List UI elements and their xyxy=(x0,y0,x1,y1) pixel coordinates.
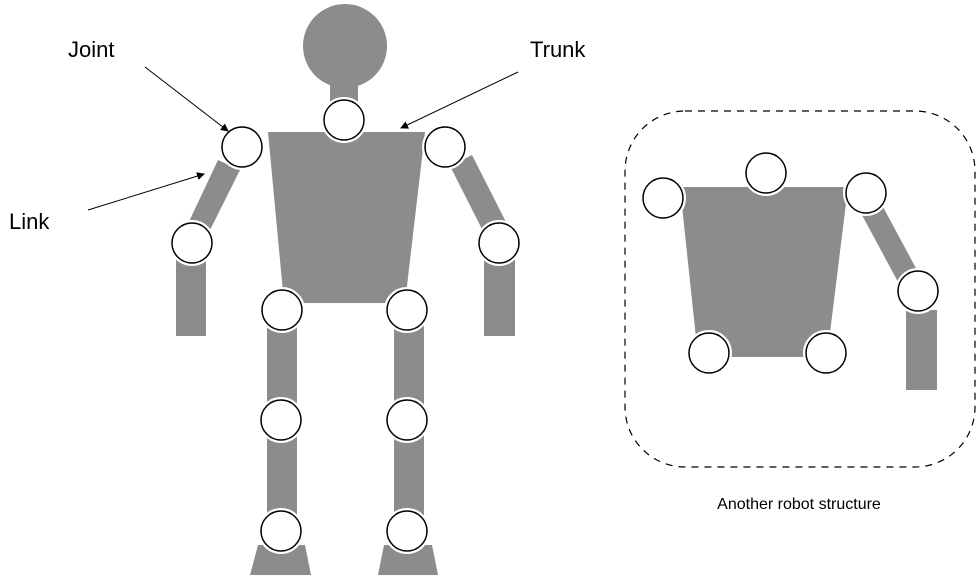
right-foot xyxy=(378,545,438,575)
robot-head xyxy=(303,4,387,88)
alternate-robot-joints xyxy=(640,150,941,376)
alt-joint-bottom-right xyxy=(805,332,847,374)
alternate-robot-lower-arm xyxy=(906,310,937,390)
humanoid-robot xyxy=(169,4,522,575)
joint-right-ankle xyxy=(386,510,428,552)
joint-arrow xyxy=(144,66,229,132)
joint-right-hip xyxy=(386,289,428,331)
joint-right-shoulder xyxy=(424,126,466,168)
alternate-robot-caption: Another robot structure xyxy=(717,496,881,513)
left-upper-arm xyxy=(185,160,240,240)
left-foot xyxy=(250,545,311,575)
joint-left-hip xyxy=(261,289,303,331)
alternate-robot-trunk xyxy=(680,187,848,357)
robot-joints xyxy=(169,97,522,554)
joint-left-elbow xyxy=(171,222,213,264)
left-shin xyxy=(267,430,297,515)
alt-joint-top xyxy=(745,152,787,194)
right-thigh xyxy=(394,325,424,405)
joint-left-ankle xyxy=(260,510,302,552)
annotations: Joint Trunk Link xyxy=(9,37,586,234)
link-label: Link xyxy=(9,209,50,234)
joint-neck-outline xyxy=(323,99,365,141)
joint-right-knee xyxy=(386,399,428,441)
alternate-robot-dashed-border xyxy=(624,110,976,468)
alt-joint-elbow xyxy=(897,270,939,312)
right-shin xyxy=(394,430,424,515)
alt-joint-right-shoulder xyxy=(845,172,887,214)
left-lower-arm xyxy=(176,256,206,336)
joint-right-elbow xyxy=(478,222,520,264)
alternate-robot: Another robot structure xyxy=(624,110,976,513)
right-upper-arm xyxy=(450,155,507,235)
alt-joint-bottom-left xyxy=(688,332,730,374)
alt-joint-left xyxy=(642,177,684,219)
link-arrow xyxy=(87,172,205,211)
left-thigh xyxy=(267,325,297,405)
joint-label: Joint xyxy=(68,37,114,62)
right-lower-arm xyxy=(484,256,515,336)
robot-trunk xyxy=(268,132,425,303)
trunk-label: Trunk xyxy=(530,37,586,62)
joint-left-shoulder xyxy=(221,126,263,168)
joint-left-knee xyxy=(260,399,302,441)
trunk-arrow xyxy=(400,71,519,129)
